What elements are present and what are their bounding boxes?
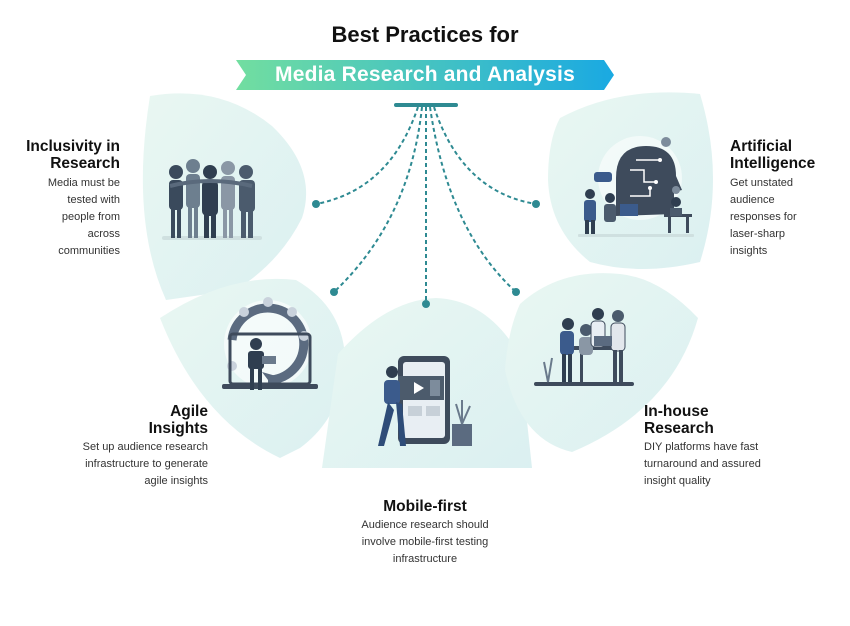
desc-inhouse: DIY platforms have fast turnaround and a… (644, 439, 814, 490)
heading-agile: Agile Insights (100, 403, 208, 437)
team-meeting-illustration (534, 308, 634, 386)
desc-line: Set up audience research (82, 441, 208, 453)
desc-line: tested with (67, 194, 120, 206)
desc-line: Get unstated (730, 177, 793, 189)
group-hug-illustration (162, 159, 262, 240)
desc-line: responses for (730, 211, 797, 223)
connector-inhouse (429, 106, 517, 293)
desc-ai: Get unstated audience responses for lase… (730, 175, 840, 260)
connector-ai (433, 106, 537, 205)
title-banner (236, 60, 614, 107)
heading-ai: Artificial Intelligence (730, 138, 840, 172)
dot-agile (330, 288, 338, 296)
connector-agile (333, 106, 423, 293)
heading-line: Artificial (730, 138, 793, 155)
desc-line: infrastructure to generate (85, 458, 208, 470)
heading-line: In-house (644, 403, 709, 420)
dot-inclusivity (312, 200, 320, 208)
dot-mobile (422, 300, 430, 308)
heading-inclusivity: Inclusivity in Research (20, 138, 120, 172)
heading-line: Intelligence (730, 155, 816, 172)
dot-ai (532, 200, 540, 208)
heading-line: Mobile-first (383, 498, 467, 515)
heading-line: Research (50, 155, 120, 172)
desc-mobile: Audience research should involve mobile-… (325, 517, 525, 568)
heading-line: Research (644, 420, 714, 437)
desc-line: insights (730, 245, 768, 257)
desc-line: across (87, 228, 120, 240)
desc-line: involve mobile-first testing (361, 536, 489, 548)
desc-line: audience (730, 194, 775, 206)
desc-line: laser-sharp (730, 228, 786, 240)
desc-line: turnaround and assured (644, 458, 761, 470)
desc-line: Audience research should (361, 519, 489, 531)
banner-title: Media Research and Analysis (275, 63, 575, 86)
desc-agile: Set up audience research infrastructure … (40, 439, 208, 490)
connector-inclusivity (315, 106, 419, 205)
connector-dots (312, 200, 540, 308)
connectors (315, 106, 537, 302)
desc-line: people from (61, 211, 120, 223)
heading-line: Inclusivity in (26, 138, 120, 155)
heading-inhouse: In-house Research (644, 403, 794, 437)
desc-line: infrastructure (392, 553, 458, 565)
desc-line: DIY platforms have fast (644, 441, 759, 453)
heading-line: Agile (170, 403, 208, 420)
desc-line: agile insights (144, 475, 208, 487)
page-title: Best Practices for (331, 22, 519, 47)
desc-line: insight quality (644, 475, 711, 487)
heading-line: Insights (148, 420, 208, 437)
phone-video-illustration (378, 356, 472, 446)
laptop-cycle-illustration (222, 297, 318, 390)
petal-inhouse (505, 273, 698, 452)
heading-mobile: Mobile-first (325, 498, 525, 515)
desc-inclusivity: Media must be tested with people from ac… (20, 175, 120, 260)
desc-line: communities (58, 245, 120, 257)
desc-line: Media must be (47, 177, 120, 189)
dot-inhouse (512, 288, 520, 296)
ai-head-illustration (578, 136, 694, 237)
